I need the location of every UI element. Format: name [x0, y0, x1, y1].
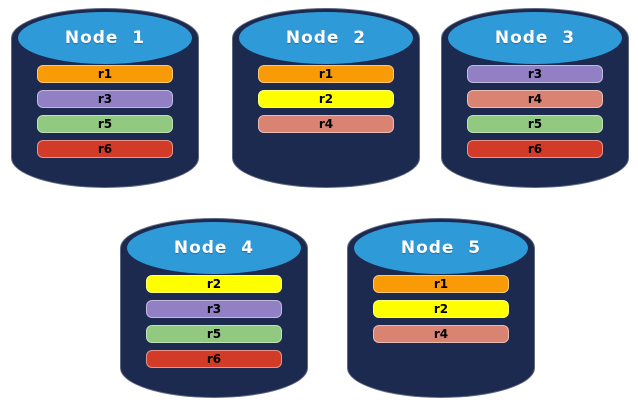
replica-bar-r4: r4 [467, 90, 603, 108]
replica-bar-r5: r5 [37, 115, 173, 133]
replica-list: r1 r3 r5 r6 [37, 65, 173, 158]
replica-bar-r6: r6 [37, 140, 173, 158]
replica-bar-r4: r4 [373, 325, 509, 343]
node-title: Node 5 [400, 238, 482, 258]
replica-bar-r5: r5 [146, 325, 282, 343]
replica-list: r1 r2 r4 [258, 65, 394, 133]
replica-bar-r1: r1 [258, 65, 394, 83]
database-cylinder-top: Node 3 [448, 12, 622, 64]
replica-bar-r5: r5 [467, 115, 603, 133]
node-5-cylinder: Node 5 r1 r2 r4 [347, 218, 535, 398]
node-3-cylinder: Node 3 r3 r4 r5 r6 [441, 8, 629, 188]
node-1-cylinder: Node 1 r1 r3 r5 r6 [11, 8, 199, 188]
replica-list: r3 r4 r5 r6 [467, 65, 603, 158]
node-title: Node 4 [173, 238, 255, 258]
replica-bar-r3: r3 [37, 90, 173, 108]
node-title: Node 2 [285, 28, 367, 48]
replica-bar-r6: r6 [146, 350, 282, 368]
replica-bar-r2: r2 [373, 300, 509, 318]
node-title: Node 1 [64, 28, 146, 48]
replica-bar-r3: r3 [146, 300, 282, 318]
database-cylinder-top: Node 2 [239, 12, 413, 64]
replica-bar-r3: r3 [467, 65, 603, 83]
replica-bar-r2: r2 [258, 90, 394, 108]
replica-list: r1 r2 r4 [373, 275, 509, 343]
node-2-cylinder: Node 2 r1 r2 r4 [232, 8, 420, 188]
database-cylinder-top: Node 5 [354, 222, 528, 274]
replica-bar-r1: r1 [37, 65, 173, 83]
node-4-cylinder: Node 4 r2 r3 r5 r6 [120, 218, 308, 398]
replica-bar-r6: r6 [467, 140, 603, 158]
replica-bar-r4: r4 [258, 115, 394, 133]
database-cylinder-top: Node 4 [127, 222, 301, 274]
database-cylinder-top: Node 1 [18, 12, 192, 64]
replica-bar-r2: r2 [146, 275, 282, 293]
node-title: Node 3 [494, 28, 576, 48]
replica-bar-r1: r1 [373, 275, 509, 293]
replica-list: r2 r3 r5 r6 [146, 275, 282, 368]
